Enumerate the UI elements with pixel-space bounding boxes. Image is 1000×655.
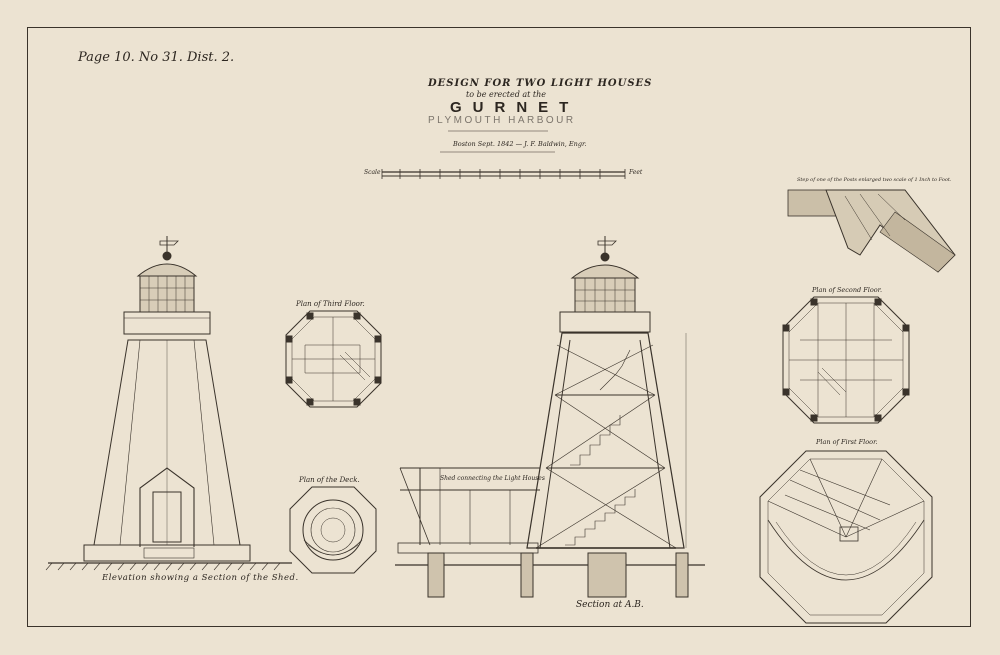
section-lighthouse xyxy=(395,236,705,598)
scale-right-label: Feet xyxy=(629,169,643,176)
plan-third-floor-graphic xyxy=(285,310,382,408)
sheet-border xyxy=(27,27,971,627)
caption-elevation: Elevation showing a Section of the Shed. xyxy=(102,573,299,583)
label-post-step: Step of one of the Posts enlarged two sc… xyxy=(797,177,952,183)
label-shed: Shed connecting the Light Houses xyxy=(440,475,545,482)
reference-note: Page 10. No 31. Dist. 2. xyxy=(78,50,235,65)
title-line-2: to be erected at the xyxy=(466,90,546,99)
post-step-graphic xyxy=(787,189,956,273)
scale-bar-graphic xyxy=(381,169,626,179)
title-line-3: GURNET xyxy=(450,99,580,116)
label-plan-first-floor: Plan of First Floor. xyxy=(816,438,878,446)
title-line-4: PLYMOUTH HARBOUR xyxy=(428,115,576,126)
scale-left-label: Scale xyxy=(364,169,381,176)
plan-deck-graphic xyxy=(289,486,377,574)
caption-section: Section at A.B. xyxy=(576,600,644,610)
title-line-1: DESIGN FOR TWO LIGHT HOUSES xyxy=(428,78,653,89)
plan-second-floor-graphic xyxy=(782,296,910,424)
plan-first-floor-graphic xyxy=(759,450,933,624)
elevation-lighthouse xyxy=(45,236,292,571)
title-signature: Boston Sept. 1842 — J. F. Baldwin, Engr. xyxy=(453,140,587,148)
label-plan-second-floor: Plan of Second Floor. xyxy=(812,286,883,294)
label-plan-deck: Plan of the Deck. xyxy=(299,476,360,484)
label-plan-third-floor: Plan of Third Floor. xyxy=(296,300,365,308)
